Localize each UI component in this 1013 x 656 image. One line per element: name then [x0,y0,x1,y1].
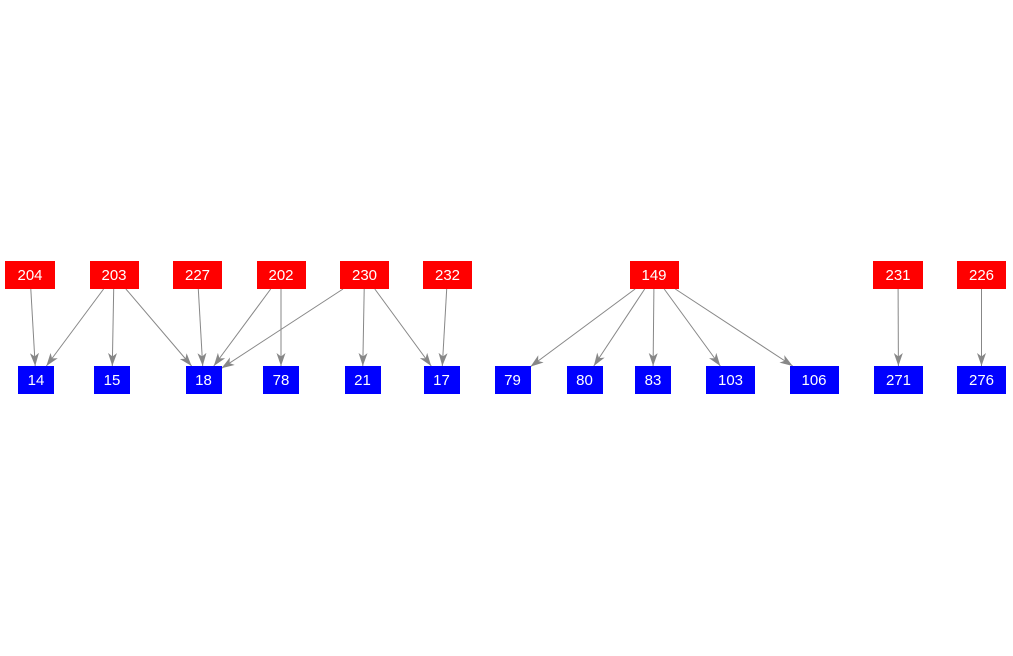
graph-node-204: 204 [5,261,55,289]
edge-227-18 [197,288,207,367]
node-label: 203 [101,266,127,284]
node-label: 17 [433,371,450,389]
node-label: 231 [885,266,911,284]
graph-node-276: 276 [957,366,1006,394]
node-label: 271 [885,371,912,389]
graph-node-226: 226 [957,261,1006,289]
node-label: 21 [354,371,371,389]
graph-node-231: 231 [873,261,923,289]
edge-230-17 [374,288,432,367]
node-label: 226 [968,266,995,284]
edge-230-18 [221,288,344,369]
graph-node-14: 14 [18,366,54,394]
graph-node-83: 83 [635,366,671,394]
node-label: 14 [27,371,45,389]
edge-202-18 [213,288,272,367]
edge-149-79 [530,288,636,368]
graph-node-18: 18 [185,366,222,394]
node-label: 83 [644,371,662,389]
node-label: 276 [968,371,995,389]
node-label: 103 [717,371,744,389]
edge-203-18 [125,288,192,367]
graph-node-230: 230 [340,261,389,289]
graph-node-202: 202 [256,261,306,289]
edge-204-14 [29,288,39,367]
node-label: 78 [272,371,290,389]
edge-203-14 [45,288,105,367]
node-label: 18 [195,371,212,389]
graph-node-103: 103 [706,366,755,394]
edge-230-21 [358,288,368,367]
edge-232-17 [438,288,448,367]
edge-149-80 [593,288,646,367]
node-label: 106 [801,371,827,389]
graph-node-271: 271 [874,366,923,394]
graph-node-17: 17 [423,366,460,394]
graph-node-80: 80 [566,366,603,394]
node-label: 232 [434,266,461,284]
graph-node-79: 79 [494,366,531,394]
node-label: 227 [184,266,211,284]
node-label: 149 [641,266,667,284]
node-label: 204 [17,266,43,284]
edge-149-106 [675,288,793,367]
node-label: 15 [103,371,121,389]
edge-149-83 [648,288,658,367]
graph-node-227: 227 [173,261,222,289]
node-label: 230 [351,266,378,284]
graph-node-15: 15 [94,366,130,394]
edges-group [29,288,986,369]
graph-node-106: 106 [789,366,839,394]
edge-203-15 [108,288,118,367]
graph-node-78: 78 [263,366,299,394]
node-label: 79 [504,371,521,389]
graph-node-21: 21 [344,366,381,394]
node-label: 202 [268,266,294,284]
graph-node-149: 149 [629,261,679,289]
node-label: 80 [576,371,593,389]
graph-node-203: 203 [89,261,139,289]
graph-node-232: 232 [423,261,472,289]
edge-149-103 [663,288,721,367]
